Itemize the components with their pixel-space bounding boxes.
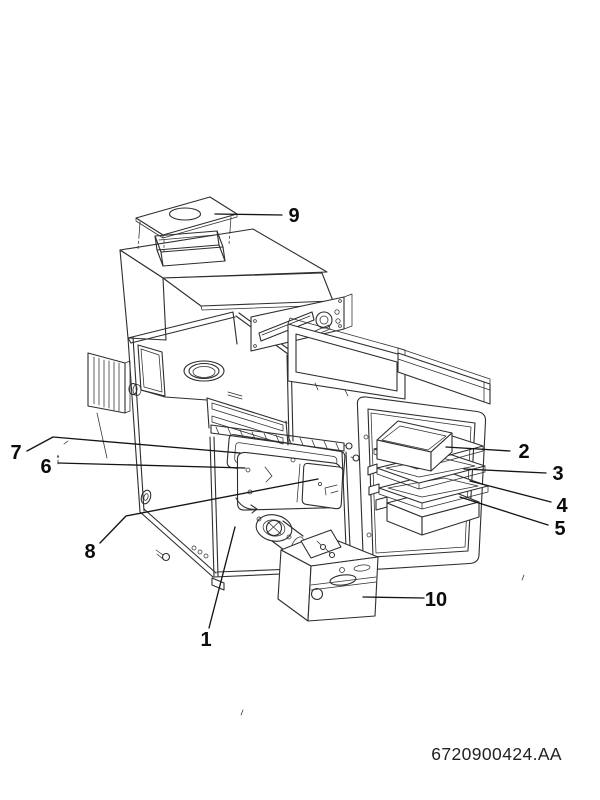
swing-arrow	[235, 497, 258, 514]
callout-7: 7	[10, 442, 21, 464]
callout-10: 10	[425, 589, 447, 611]
leader-5	[459, 496, 549, 526]
top-rail	[397, 347, 491, 405]
hood-collar	[154, 230, 226, 267]
callout-4: 4	[556, 495, 568, 517]
door-inner-frame	[367, 408, 476, 558]
callout-1: 1	[200, 629, 211, 651]
door-screws	[343, 442, 360, 462]
hood-front-apron	[162, 272, 334, 307]
burner-mount-plate	[301, 462, 344, 510]
front-top-frame	[287, 317, 406, 400]
control-knob	[315, 311, 333, 329]
side-grille	[87, 352, 142, 414]
panel-button	[334, 309, 340, 315]
callout-2: 2	[518, 441, 529, 463]
callout-5: 5	[554, 518, 565, 540]
leader-10	[362, 596, 425, 599]
hood-left-skirt	[119, 249, 167, 341]
panel-button	[335, 318, 341, 324]
cleanout-opening-frame	[210, 424, 345, 452]
burner-right-face	[307, 556, 379, 622]
leader-9	[214, 213, 283, 216]
callout-labels: 1 2 3 4 5 6 7 8 9 10	[10, 205, 568, 651]
casing-rim	[127, 311, 238, 345]
leader-6	[57, 462, 246, 469]
leader-3	[463, 468, 547, 474]
base-bolt	[155, 549, 171, 562]
flue-collar	[183, 360, 225, 382]
flue-hole	[168, 207, 202, 221]
tray-2	[376, 420, 453, 472]
burner-flange	[255, 514, 293, 542]
tray-stack	[367, 420, 489, 536]
leader-2	[445, 446, 511, 452]
leader-4	[469, 480, 552, 503]
front-left-post	[127, 336, 145, 513]
callout-9: 9	[288, 205, 299, 227]
front-face-details	[210, 424, 360, 542]
burner-sight-hole	[310, 587, 324, 601]
top-deck	[140, 360, 243, 401]
callout-3: 3	[552, 463, 563, 485]
grille-bushing	[128, 382, 142, 396]
leader-1	[208, 526, 236, 629]
leader-7	[26, 436, 241, 454]
tick-marks	[56, 440, 525, 716]
interior-baffles	[206, 397, 289, 446]
grille-opening	[137, 344, 166, 397]
document-number: 6720900424.AA	[431, 744, 562, 764]
leader-8	[99, 478, 319, 544]
callout-6: 6	[40, 456, 51, 478]
leader-lines	[26, 213, 552, 629]
tray-5	[375, 487, 480, 536]
burner	[271, 520, 379, 622]
burner-bracket	[300, 529, 342, 559]
foot-left	[211, 577, 225, 591]
hood-assembly	[119, 196, 335, 341]
side-port	[140, 489, 152, 505]
callout-8: 8	[84, 541, 95, 563]
